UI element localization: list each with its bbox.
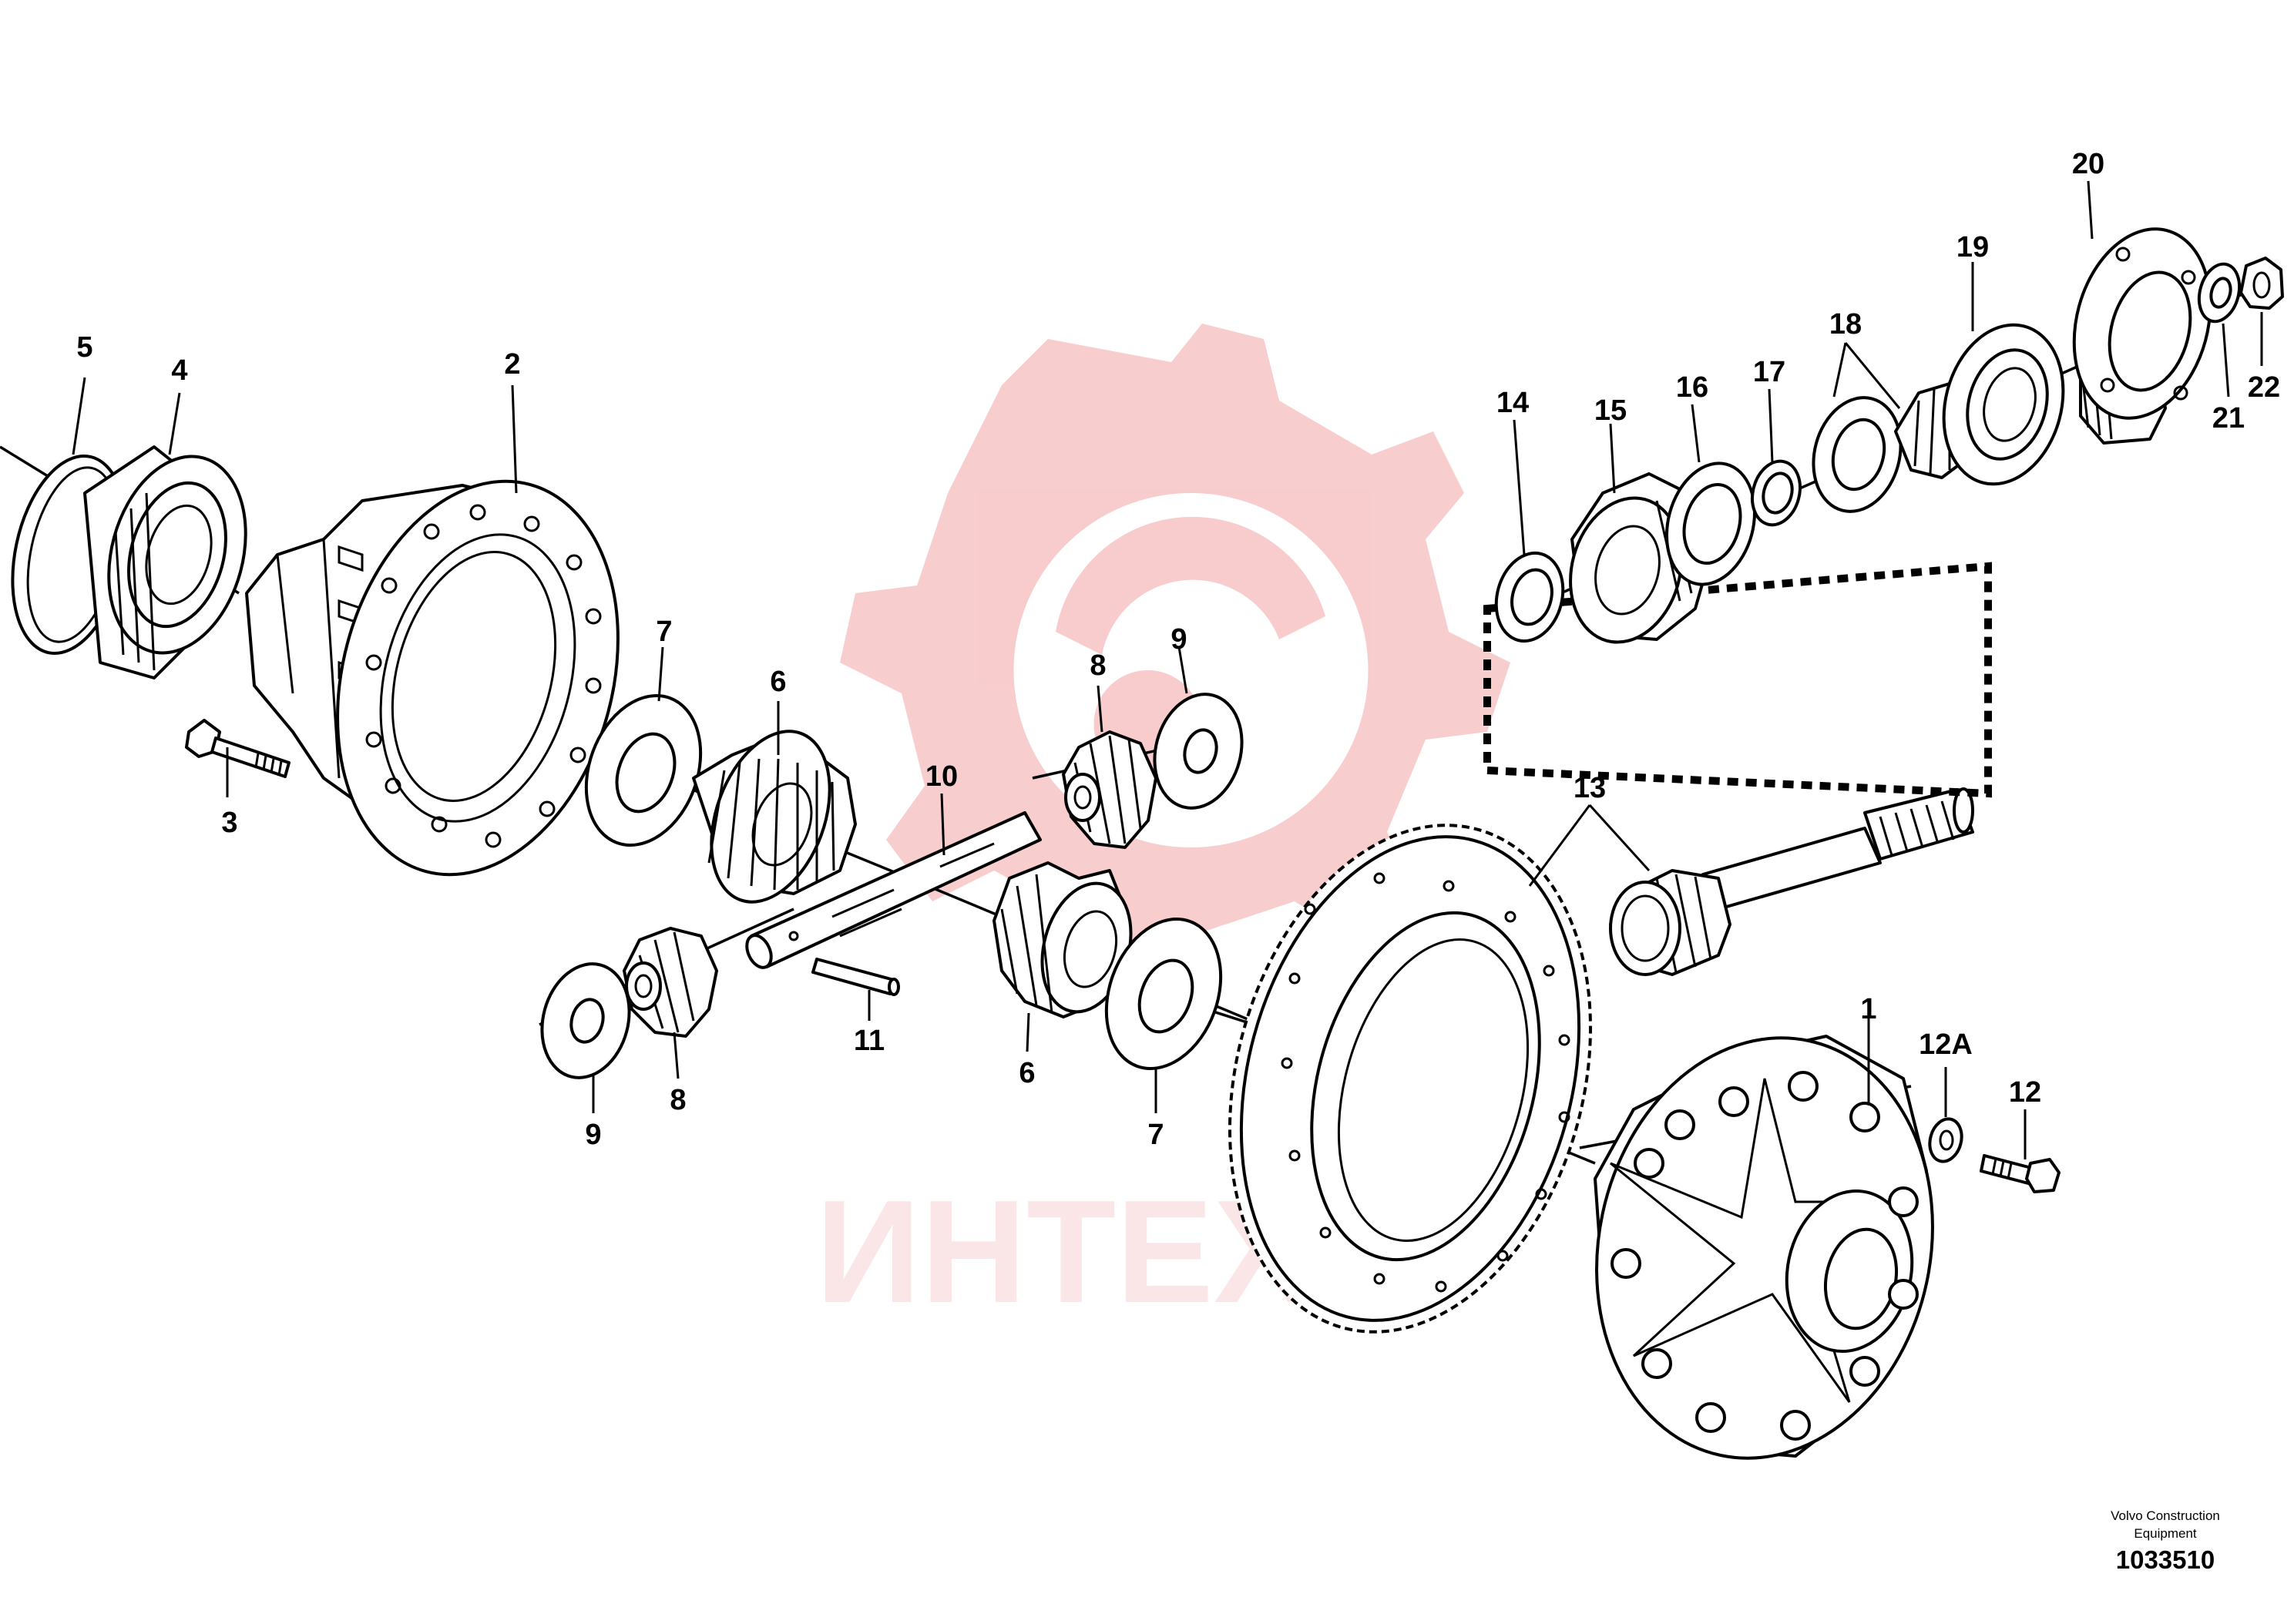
part-2-differential-housing — [245, 479, 620, 877]
label-part-5: 5 — [76, 331, 92, 364]
part-19-seal — [1942, 323, 2065, 486]
leader-lines — [72, 180, 2263, 1159]
label-part-12a: 12A — [1919, 1028, 1973, 1061]
label-part-15: 15 — [1594, 394, 1627, 427]
label-part-2: 2 — [504, 348, 520, 381]
label-part-8-upper: 8 — [1090, 649, 1106, 682]
credit-company-line1: Volvo Construction — [2111, 1508, 2220, 1523]
part-9-lower-washer — [540, 962, 631, 1079]
label-part-16: 16 — [1676, 371, 1708, 404]
label-part-7-lower: 7 — [1147, 1119, 1164, 1151]
part-6-upper-side-gear — [692, 730, 857, 904]
label-part-8-lower: 8 — [670, 1084, 686, 1116]
label-part-19: 19 — [1956, 231, 1989, 263]
part-7-upper-washer — [584, 694, 703, 847]
label-part-22: 22 — [2248, 371, 2280, 404]
part-13-crown-wheel — [1228, 824, 1592, 1334]
part-11-pin — [811, 958, 900, 996]
part-17-spacer — [1751, 459, 1802, 527]
part-16-seal-ring — [1664, 461, 1757, 586]
pinion-assembly-bracket — [1483, 562, 1992, 798]
label-part-9-upper: 9 — [1171, 623, 1187, 656]
credit-company-line2: Equipment — [2134, 1526, 2197, 1541]
part-10-cross-shaft — [745, 811, 1042, 969]
label-part-13: 13 — [1574, 772, 1606, 804]
credit-company: Volvo Construction Equipment — [2050, 1507, 2281, 1542]
part-9-upper-washer — [1153, 693, 1244, 810]
label-part-11: 11 — [854, 1025, 885, 1057]
label-part-6-upper: 6 — [770, 666, 786, 698]
label-part-10: 10 — [925, 760, 958, 793]
part-8-upper-pinion — [1062, 730, 1157, 849]
label-part-18: 18 — [1829, 308, 1862, 341]
label-part-17: 17 — [1753, 356, 1785, 388]
part-7-lower-washer — [1104, 918, 1223, 1070]
part-labels: 5 4 2 3 7 6 8 9 10 11 8 9 6 7 13 14 15 1… — [76, 148, 2280, 1151]
label-part-9-lower: 9 — [585, 1119, 601, 1151]
part-8-lower-pinion — [623, 927, 718, 1038]
part-22-nut — [2239, 257, 2284, 310]
label-part-1: 1 — [1860, 993, 1876, 1025]
label-part-12: 12 — [2009, 1076, 2041, 1109]
label-part-4: 4 — [171, 354, 187, 387]
part-3-bolt — [185, 719, 291, 778]
part-12a-washer — [1928, 1117, 1963, 1163]
label-part-7-upper: 7 — [656, 616, 672, 648]
watermark-text: ИНТЕХ — [815, 1170, 1311, 1334]
drawing-number: 1033510 — [2115, 1545, 2215, 1574]
part-21-washer — [2197, 262, 2242, 324]
label-part-21: 21 — [2212, 402, 2245, 435]
label-part-14: 14 — [1496, 387, 1529, 419]
label-part-3: 3 — [221, 807, 237, 839]
part-20-flange — [2072, 227, 2212, 445]
part-13-pinion-shaft — [1609, 787, 1974, 976]
part-4-bearing — [83, 445, 247, 679]
part-12-bolt — [1980, 1154, 2061, 1193]
part-1-differential-carrier — [1594, 1035, 1934, 1460]
label-part-20: 20 — [2072, 148, 2104, 180]
label-part-6-lower: 6 — [1019, 1057, 1035, 1089]
part-14-shim — [1494, 551, 1565, 643]
